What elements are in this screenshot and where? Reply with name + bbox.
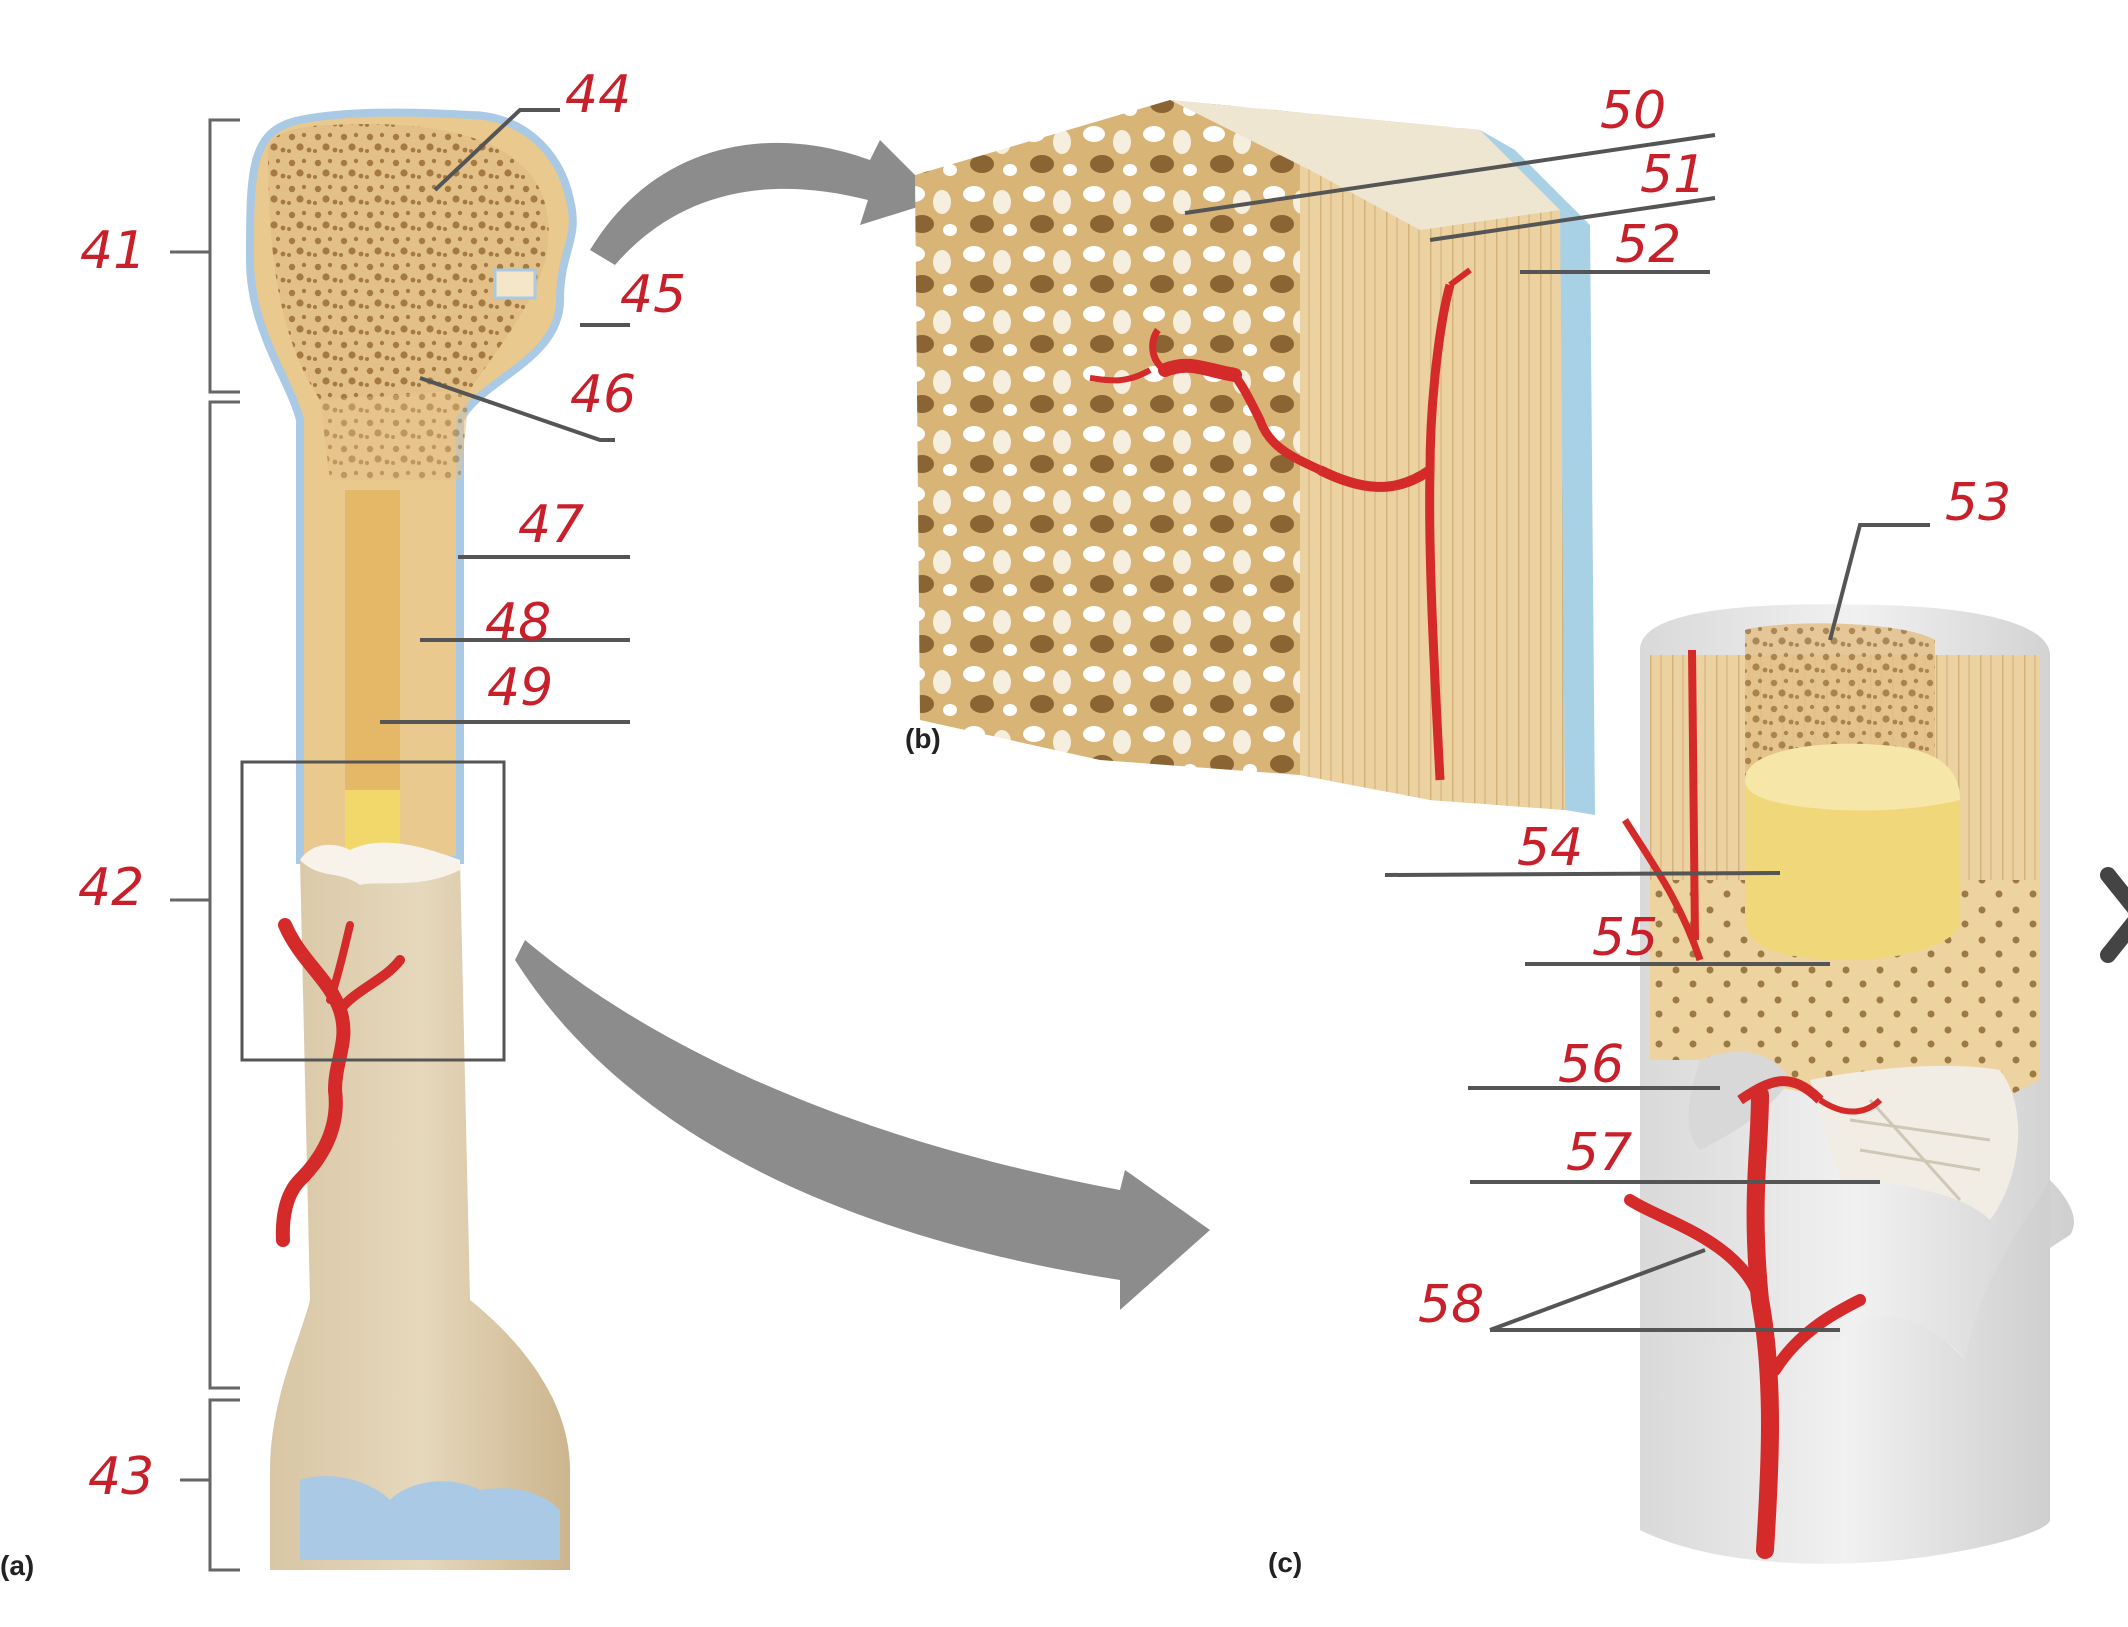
diaphysis-section-illustration [1622, 604, 2074, 1564]
panel-label-a: (a) [0, 1550, 34, 1581]
label-53: 53 [1945, 473, 2011, 533]
leaders-panel-b [1184, 133, 1716, 274]
arrow-to-c [515, 940, 1210, 1310]
medullary-cavity [345, 490, 400, 820]
panel-label-b: (b) [905, 723, 941, 754]
arrow-to-b [590, 140, 940, 265]
leaders-panel-a [380, 108, 630, 724]
chevron-right-icon[interactable] [2100, 867, 2128, 963]
label-57: 57 [1566, 1123, 1632, 1183]
distal-articular-cartilage [300, 1476, 560, 1560]
label-43: 43 [88, 1447, 154, 1507]
leaders-panel-c [1384, 523, 1930, 1332]
region-brackets [170, 118, 240, 1572]
label-46: 46 [570, 365, 636, 425]
label-52: 52 [1615, 215, 1681, 275]
label-49: 49 [487, 658, 553, 718]
label-56: 56 [1558, 1035, 1624, 1095]
label-45: 45 [620, 265, 686, 325]
label-58: 58 [1418, 1275, 1484, 1335]
long-bone-illustration [240, 108, 577, 1570]
label-42: 42 [78, 858, 144, 918]
label-41: 41 [80, 221, 146, 281]
label-55: 55 [1592, 908, 1658, 968]
label-50: 50 [1600, 81, 1666, 141]
panel-label-c: (c) [1268, 1547, 1302, 1578]
handwritten-labels: 41 42 43 44 45 46 47 48 49 50 51 52 53 5… [78, 65, 2011, 1507]
label-51: 51 [1640, 145, 1706, 205]
bone-block-illustration [915, 100, 1595, 815]
inset-box [240, 760, 506, 1062]
label-44: 44 [565, 65, 631, 125]
label-54: 54 [1517, 818, 1583, 878]
label-47: 47 [518, 495, 584, 555]
label-48: 48 [485, 593, 551, 653]
